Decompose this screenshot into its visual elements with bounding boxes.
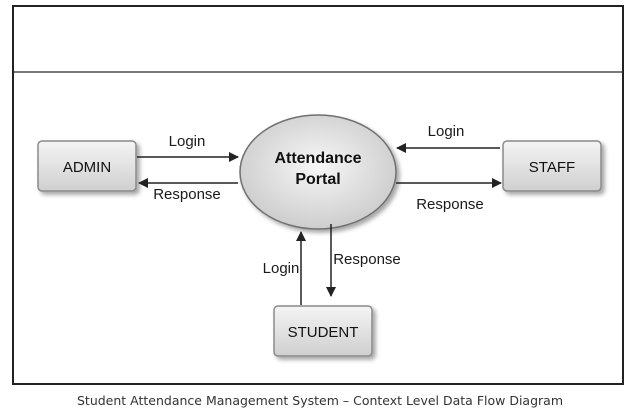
staff-entity: STAFF <box>502 140 602 192</box>
admin-response-label: Response <box>153 186 221 203</box>
process-label-line2: Portal <box>295 171 340 188</box>
data-flow-diagram: ADMIN STAFF STUDENT Attendance Portal Lo… <box>37 114 602 357</box>
admin-label: ADMIN <box>63 159 111 176</box>
admin-login-label: Login <box>169 133 206 150</box>
admin-entity: ADMIN <box>37 140 137 192</box>
student-entity: STUDENT <box>273 305 373 357</box>
staff-login-label: Login <box>428 123 465 140</box>
staff-response-label: Response <box>416 196 484 213</box>
staff-label: STAFF <box>529 159 575 176</box>
attendance-portal-process: Attendance Portal <box>239 114 397 230</box>
student-response-label: Response <box>333 251 401 268</box>
figure-caption: Student Attendance Management System – C… <box>76 393 563 408</box>
frame-divider <box>14 71 622 73</box>
process-label-line1: Attendance <box>274 150 361 167</box>
student-label: STUDENT <box>288 324 359 341</box>
student-login-label: Login <box>263 260 300 277</box>
